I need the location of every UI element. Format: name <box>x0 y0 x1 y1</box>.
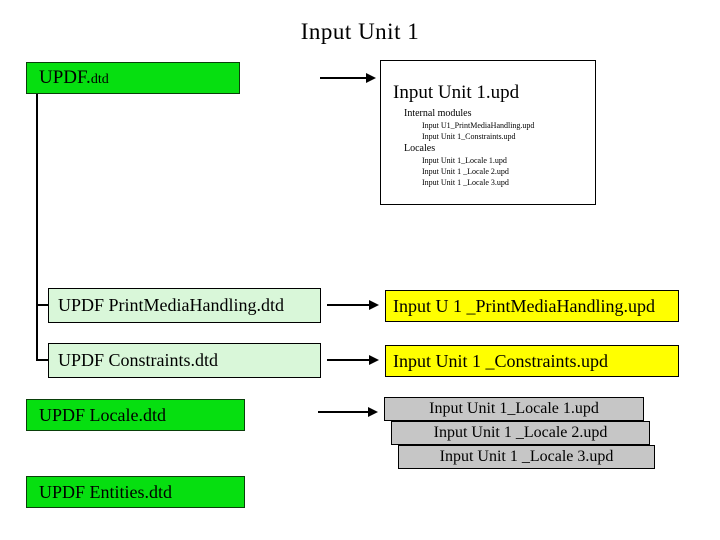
node-constraints-dtd-label: UPDF Constraints.dtd <box>58 350 219 370</box>
connector-tick-printmediahandling <box>36 304 48 306</box>
node-print-media-upd: Input U 1 _PrintMediaHandling.upd <box>385 290 679 322</box>
connector-tick-constraints <box>36 359 48 361</box>
arrow-updf-to-overview <box>320 73 376 83</box>
overview-heading-locales: Locales <box>404 143 436 154</box>
node-updf-dtd-label: UPDF.dtd <box>27 63 239 93</box>
node-updf-dtd-ext: dtd <box>90 71 109 87</box>
node-entities-dtd: UPDF Entities.dtd <box>26 476 245 508</box>
node-locale-upd-3: Input Unit 1 _Locale 3.upd <box>398 445 655 469</box>
arrow-print-media <box>327 300 379 310</box>
overview-item-constraints: Input Unit 1_Constraints.upd <box>422 132 516 141</box>
node-entities-dtd-label: UPDF Entities.dtd <box>39 481 173 502</box>
node-print-media-dtd-label: UPDF PrintMediaHandling.dtd <box>58 295 285 315</box>
node-print-media-upd-label: Input U 1 _PrintMediaHandling.upd <box>393 295 655 316</box>
overview-item-locale-2: Input Unit 1 _Locale 2.upd <box>422 167 509 176</box>
node-locale-upd-1: Input Unit 1_Locale 1.upd <box>384 397 644 421</box>
node-constraints-upd-label: Input Unit 1 _Constraints.upd <box>393 350 608 371</box>
node-updf-dtd: UPDF.dtd <box>26 62 240 94</box>
overview-heading-internal-modules: Internal modules <box>404 108 472 119</box>
node-input-unit-overview: Input Unit 1.upd Internal modules Input … <box>380 60 596 205</box>
node-constraints-dtd: UPDF Constraints.dtd <box>48 343 321 378</box>
node-print-media-dtd: UPDF PrintMediaHandling.dtd <box>48 288 321 323</box>
node-updf-dtd-name: UPDF. <box>39 67 91 88</box>
node-locale-upd-2: Input Unit 1 _Locale 2.upd <box>391 421 650 445</box>
overview-item-locale-3: Input Unit 1 _Locale 3.upd <box>422 178 509 187</box>
connector-vertical-line <box>36 94 38 361</box>
arrow-locale <box>318 407 378 417</box>
node-constraints-upd: Input Unit 1 _Constraints.upd <box>385 345 679 377</box>
overview-item-locale-1: Input Unit 1_Locale 1.upd <box>422 156 507 165</box>
overview-item-printmediahandling: Input U1_PrintMediaHandling.upd <box>422 121 535 130</box>
overview-title: Input Unit 1.upd <box>393 82 520 103</box>
node-locale-dtd: UPDF Locale.dtd <box>26 399 245 431</box>
arrow-constraints <box>327 355 379 365</box>
slide-title: Input Unit 1 <box>300 19 420 44</box>
node-locale-dtd-label: UPDF Locale.dtd <box>39 404 166 425</box>
